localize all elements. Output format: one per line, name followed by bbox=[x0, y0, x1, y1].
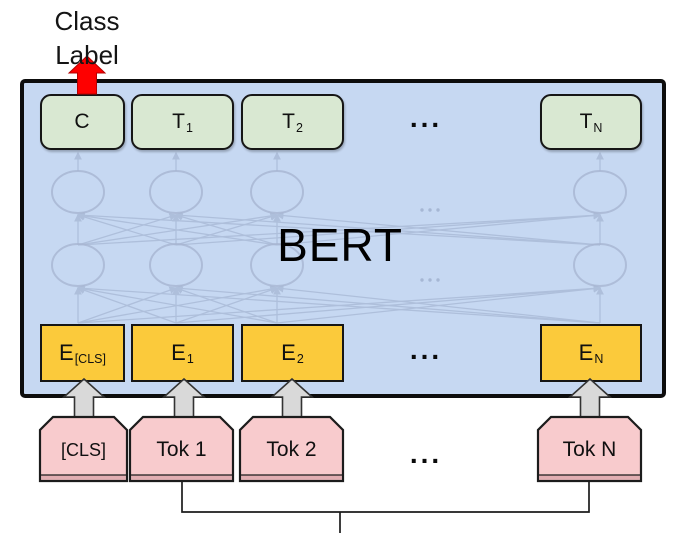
output-label: T bbox=[579, 110, 593, 133]
output-box-c: C bbox=[40, 94, 125, 150]
embedding-subscript: N bbox=[594, 352, 604, 366]
up-arrow-icon bbox=[161, 377, 207, 423]
embedding-label: E bbox=[281, 340, 296, 365]
transformer-network-art bbox=[51, 151, 627, 324]
output-label: T bbox=[282, 110, 295, 133]
token-to-embedding-arrows bbox=[61, 377, 613, 423]
embedding-subscript: [CLS] bbox=[74, 352, 106, 366]
network-connections bbox=[74, 151, 604, 324]
output-label: C bbox=[74, 110, 90, 133]
output-subscript: N bbox=[593, 121, 603, 135]
outputs-ellipsis: ... bbox=[409, 102, 443, 133]
sentence-bracket bbox=[181, 482, 590, 533]
class-label-line1: Class bbox=[54, 6, 120, 36]
token-shape-cls bbox=[38, 415, 129, 483]
embedding-box-cls: E[CLS] bbox=[40, 324, 125, 382]
token-shapes bbox=[38, 415, 643, 483]
output-subscript: 2 bbox=[295, 121, 303, 135]
output-subscript: 1 bbox=[185, 121, 193, 135]
token-label-tok1: Tok 1 bbox=[156, 438, 207, 461]
embeddings-ellipsis: ... bbox=[409, 334, 443, 365]
token-label-tokn: Tok N bbox=[562, 438, 617, 461]
embedding-subscript: 2 bbox=[296, 352, 304, 366]
embedding-subscript: 1 bbox=[186, 352, 194, 366]
network-neurons bbox=[51, 170, 627, 287]
network-ellipsis-dots bbox=[420, 208, 440, 282]
token-label-cls: [CLS] bbox=[60, 439, 107, 460]
embedding-label: E bbox=[171, 340, 186, 365]
class-label-text: Class Label bbox=[32, 4, 142, 72]
embedding-label: E bbox=[578, 340, 594, 365]
token-shape-tok1 bbox=[128, 415, 235, 483]
token-shape-tok2 bbox=[238, 415, 345, 483]
embedding-label: E bbox=[59, 340, 74, 365]
token-shape-tokn bbox=[536, 415, 643, 483]
tokens-ellipsis: ... bbox=[409, 438, 443, 469]
output-label: T bbox=[172, 110, 185, 133]
up-arrow-icon bbox=[61, 377, 107, 423]
up-arrow-icon bbox=[567, 377, 613, 423]
class-label-line2: Label bbox=[55, 40, 119, 70]
up-arrow-icon bbox=[269, 377, 315, 423]
token-label-tok2: Tok 2 bbox=[266, 438, 317, 461]
class-label-arrow-icon bbox=[67, 55, 107, 95]
bert-title: BERT bbox=[277, 219, 403, 271]
